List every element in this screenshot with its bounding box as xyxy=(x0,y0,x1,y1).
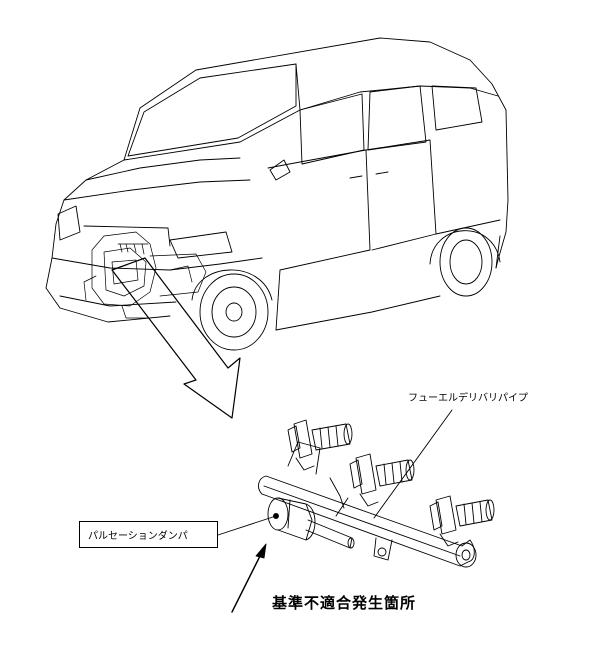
vehicle-roof xyxy=(139,37,507,111)
pulsation-damper-label: パルセーションダンパ xyxy=(79,521,218,548)
vehicle-illustration xyxy=(45,37,509,351)
vehicle-front-door xyxy=(267,149,371,331)
fuel-rail-assembly xyxy=(258,419,495,568)
vehicle-headlight-right xyxy=(169,231,233,259)
nonconformity-arrow-line xyxy=(231,555,261,613)
fuel-rail-end-cap xyxy=(455,542,477,568)
fuel-rail-tube xyxy=(258,475,475,567)
pulsation-damper-leader xyxy=(217,515,277,536)
fuel-injector-3 xyxy=(429,495,495,547)
fuel-injector-1 xyxy=(287,419,353,471)
fuel-injector-2 xyxy=(349,453,415,507)
detail-pointer-arrow xyxy=(111,257,241,419)
nonconformity-location-label: 基準不適合発生箇所 xyxy=(272,594,417,612)
pulsation-damper xyxy=(267,497,355,549)
vehicle-front-wheel xyxy=(199,273,269,351)
vehicle-rear-wheel xyxy=(439,227,493,297)
vehicle-front-window xyxy=(299,93,365,165)
vehicle-windshield xyxy=(127,63,297,157)
nonconformity-arrow-head xyxy=(255,543,267,559)
rail-bracket xyxy=(287,441,321,475)
fuel-delivery-pipe-leader xyxy=(373,409,453,519)
vehicle-sliding-door xyxy=(365,139,437,251)
damper-outlet-pipe xyxy=(305,519,353,549)
vehicle-front-bumper xyxy=(51,257,263,271)
fuel-delivery-pipe-label: フューエルデリバリパイプ xyxy=(408,393,528,404)
vehicle-headlight-left xyxy=(57,205,81,241)
engine-phantom xyxy=(83,231,207,319)
vehicle-rear-window xyxy=(367,85,427,151)
